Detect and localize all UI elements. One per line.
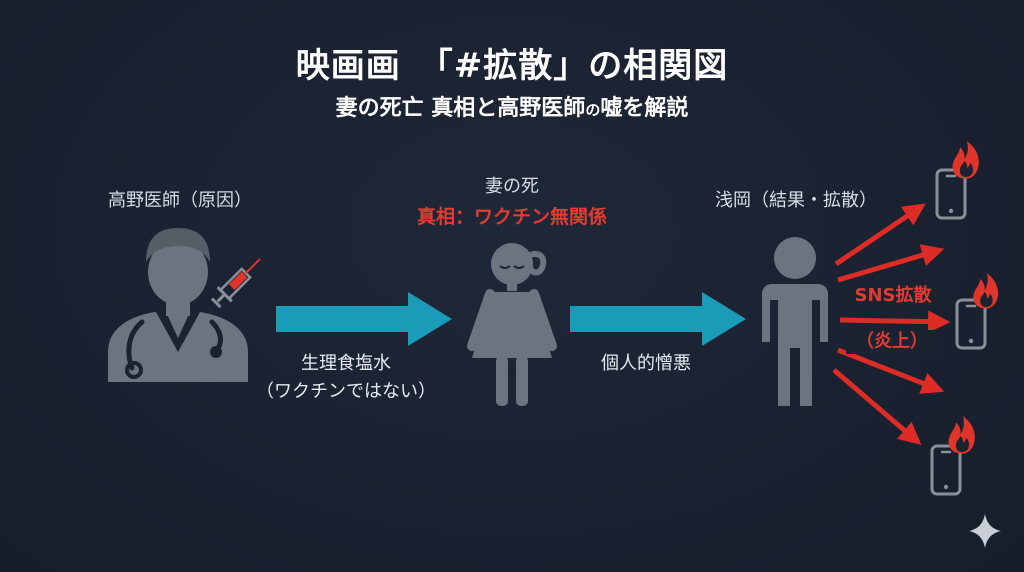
spread-arrow-5: [832, 368, 922, 445]
arrow-wife-to-asaoka: [570, 292, 746, 346]
fire-icon: [952, 141, 979, 179]
fire-icon: [948, 416, 975, 454]
spread-arrow-3: [839, 310, 951, 333]
wife-label: 妻の死: [485, 176, 539, 197]
sparkle-icon: [969, 514, 1001, 548]
subtitle-tail: 嘘を解説: [600, 96, 689, 121]
phone-icon: [930, 444, 962, 496]
spread-arrows: [832, 203, 951, 445]
page-title: 映画画 「#拡散」の相関図: [295, 46, 729, 86]
wife-figure-icon: [467, 243, 557, 406]
doctor-figure-icon: [108, 228, 248, 382]
spread-caption-line2: （炎上）: [846, 330, 938, 354]
edge-caption-saline-line1: 生理食塩水: [301, 353, 391, 374]
spread-caption-line1: SNS拡散: [838, 284, 948, 308]
arrow-doctor-to-wife: [276, 292, 452, 346]
asaoka-label: 浅岡（結果・拡散）: [715, 190, 877, 211]
edge-caption-hatred: 個人的憎悪: [601, 353, 691, 374]
spread-arrow-4: [837, 347, 945, 394]
doctor-label: 高野医師（原因）: [108, 190, 252, 211]
edge-caption-saline-line2: （ワクチンではない）: [256, 381, 436, 402]
syringe-icon: [210, 258, 261, 309]
subtitle-small: の: [585, 101, 601, 119]
asaoka-figure-icon: [762, 237, 828, 406]
spread-arrow-1: [834, 203, 926, 267]
edge-caption-saline: 生理食塩水 （ワクチンではない）: [234, 350, 458, 406]
page-subtitle: 妻の死亡 真相と高野医師の嘘を解説: [0, 90, 1024, 122]
subtitle-main: 妻の死亡 真相と高野医師: [335, 96, 586, 121]
wife-truth-label: 真相：ワクチン無関係: [416, 206, 607, 228]
spread-arrow-2: [837, 244, 945, 283]
fire-icon: [973, 273, 999, 309]
